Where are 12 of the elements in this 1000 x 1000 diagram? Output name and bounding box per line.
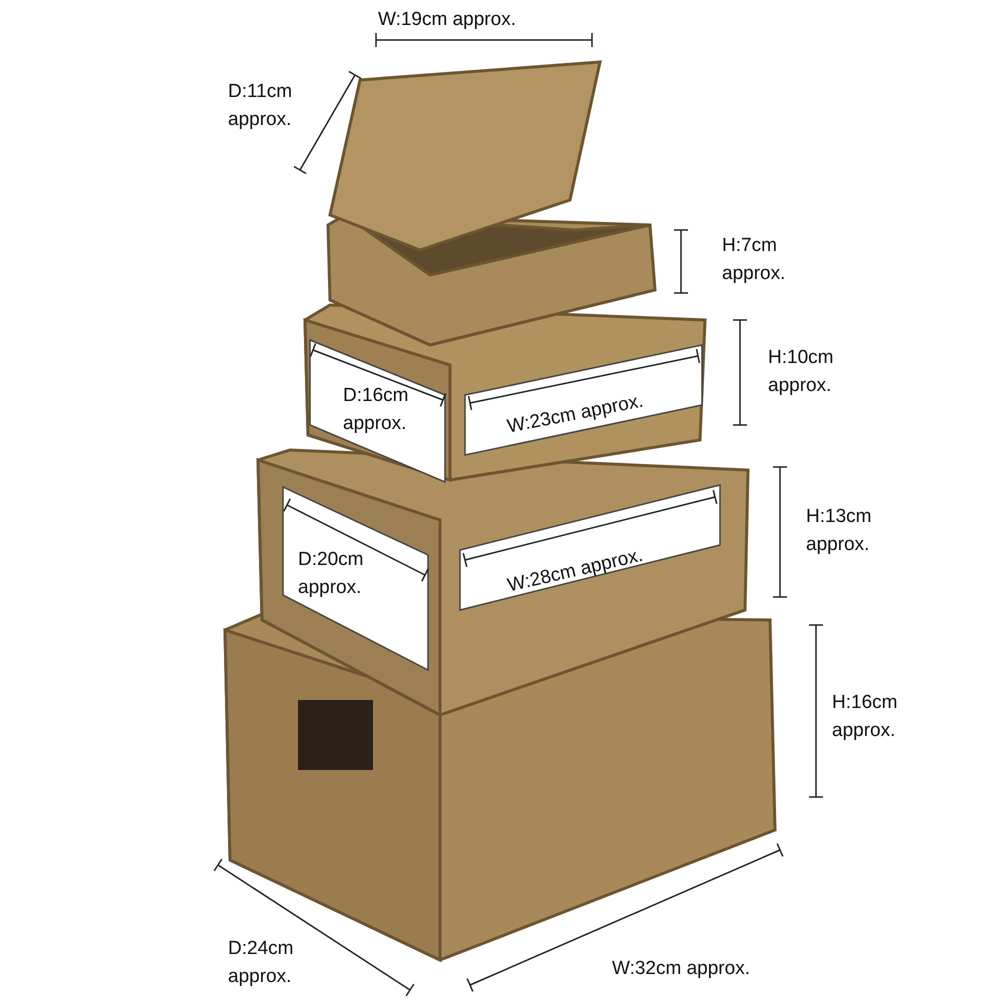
- dimension-label: D:11cm approx.: [228, 80, 294, 132]
- dimension-label: H:7cm approx.: [722, 234, 786, 286]
- dimension-label: H:10cm approx.: [768, 346, 834, 398]
- dimension-label: D:20cm approx.: [298, 548, 364, 600]
- dimension-label: H:16cm approx.: [832, 691, 898, 743]
- dimension-label: W:23cm approx.: [505, 390, 646, 440]
- dimension-label: W:19cm approx.: [378, 8, 516, 32]
- dimension-label: D:24cm approx.: [228, 937, 294, 989]
- dimension-label: W:32cm approx.: [612, 957, 750, 981]
- dimension-label: W:28cm approx.: [505, 544, 646, 598]
- dimension-label: D:16cm approx.: [343, 384, 410, 436]
- dimension-label: H:13cm approx.: [806, 505, 872, 557]
